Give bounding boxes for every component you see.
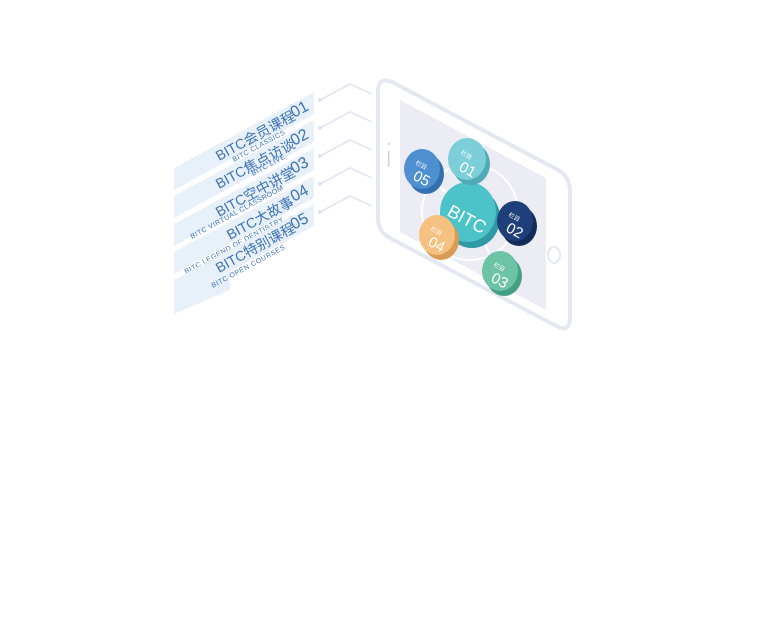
node-number: 01: [456, 159, 479, 182]
node-number: 03: [488, 270, 511, 293]
menu-number: 05: [288, 210, 312, 233]
hub-node-01[interactable]: 栏目 01: [448, 138, 490, 185]
connector-dot: [318, 126, 322, 130]
menu-list: BITC会员课程 BITC CLASSICS 01 BITC焦点访谈 BITC …: [174, 92, 314, 314]
connector-dot: [318, 98, 322, 102]
menu-panel: [174, 92, 314, 190]
node-disc-face: [404, 149, 440, 189]
phone-camera: [387, 142, 391, 146]
menu-number: 02: [288, 126, 312, 149]
connector-dot: [318, 154, 322, 158]
connector-lines: [318, 83, 373, 214]
hub-diagram: BITC 栏目 01 栏目 05 栏目 02 栏目 04: [404, 138, 537, 296]
connector-line: [319, 111, 373, 129]
node-disc-face: [448, 138, 486, 180]
hub-node-03[interactable]: 栏目 03: [482, 251, 522, 296]
phone-speaker: [388, 151, 390, 167]
node-disc-face: [497, 201, 533, 241]
node-number: 02: [503, 220, 526, 243]
menu-number: 01: [288, 98, 312, 121]
hub-node-04[interactable]: 栏目 04: [419, 215, 459, 260]
connector-dot: [318, 182, 322, 186]
menu-number: 04: [288, 182, 312, 205]
menu-panel: [174, 120, 314, 218]
menu-number: 03: [288, 154, 312, 177]
hub-node-02[interactable]: 栏目 02: [497, 201, 537, 246]
menu-panel: [174, 204, 314, 302]
menu-panel-tail: [174, 272, 230, 314]
connector-line: [319, 139, 373, 157]
node-disc-face: [419, 215, 455, 255]
node-number: 05: [410, 168, 433, 191]
connector-line: [319, 167, 373, 185]
menu-panel: [174, 176, 314, 274]
connector-dot: [318, 210, 322, 214]
bitc-logo-node[interactable]: BITC: [440, 182, 500, 248]
connector-line: [319, 83, 373, 101]
menu-panel: [174, 148, 314, 246]
phone-home-button: [547, 246, 561, 264]
node-disc-face: [482, 251, 518, 291]
connector-line: [319, 195, 373, 213]
node-number: 04: [425, 234, 448, 257]
hub-node-05[interactable]: 栏目 05: [404, 149, 444, 194]
